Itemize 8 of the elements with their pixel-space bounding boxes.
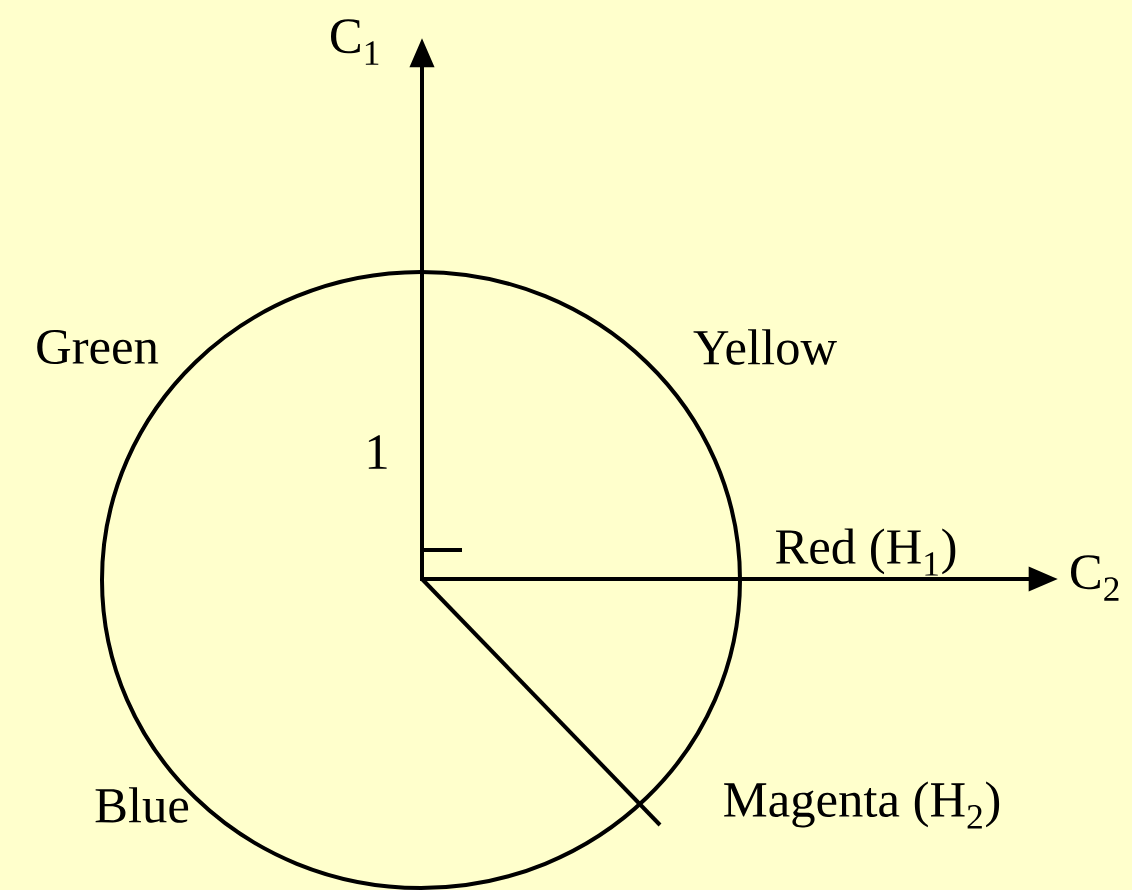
hue-label: Green — [37, 330, 159, 364]
hue-label: Red (H$_{1}$) — [775, 528, 956, 576]
hue-label: Magenta (H$_{2}$) — [724, 781, 1000, 829]
hue-label: Yellow — [693, 329, 837, 365]
hue-label: Blue — [95, 787, 189, 823]
axis-label: C$_{1}$ — [331, 19, 379, 65]
axis-label: C$_{2}$ — [1071, 555, 1119, 601]
radius-label: 1 — [368, 435, 387, 469]
